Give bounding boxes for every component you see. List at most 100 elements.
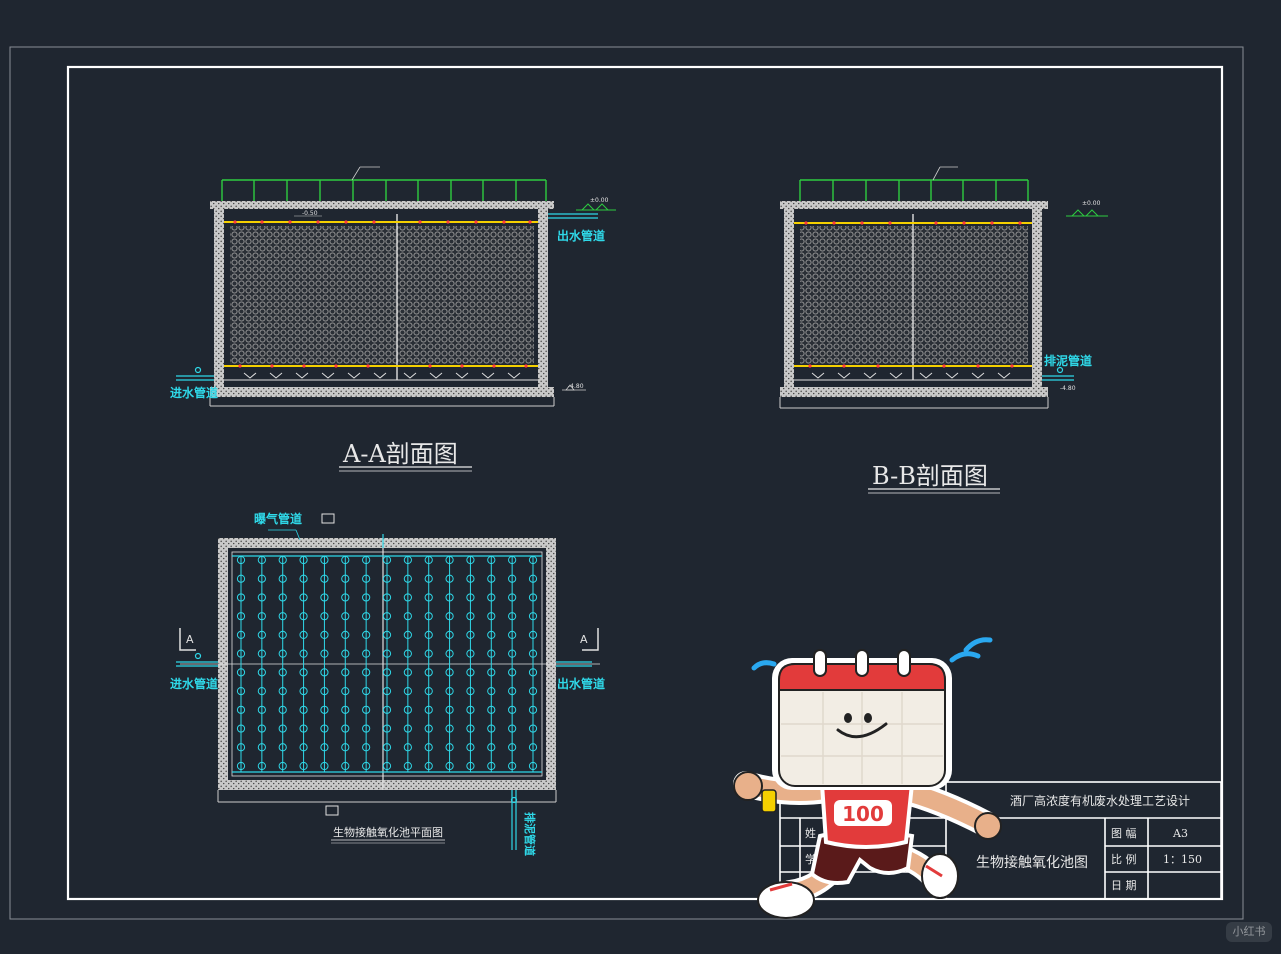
section-bb [779, 166, 1108, 409]
aerators-aa [224, 372, 538, 381]
aeration-diffuser [445, 724, 454, 733]
aeration-diffuser [445, 555, 454, 565]
aeration-diffuser [528, 574, 538, 583]
aeration-diffuser [236, 761, 246, 771]
label-sludge-pipe-bb: 排泥管道 [1044, 353, 1092, 368]
aeration-diffuser [299, 668, 308, 677]
aeration-diffuser [299, 630, 308, 640]
aeration-diffuser [528, 555, 538, 565]
aeration-diffuser [508, 555, 517, 565]
aeration-diffuser [341, 743, 350, 752]
aeration-diffuser [528, 649, 538, 658]
left-label-student: 学 [805, 852, 816, 866]
aeration-diffuser [487, 612, 496, 621]
aeration-diffuser [528, 668, 538, 677]
aeration-diffuser [466, 593, 475, 602]
aeration-diffuser [362, 743, 371, 752]
aeration-diffuser [257, 630, 266, 640]
aeration-diffuser [487, 555, 496, 565]
aeration-diffuser [466, 612, 475, 621]
aeration-diffuser [382, 724, 392, 733]
aeration-diffuser [299, 761, 308, 771]
aeration-diffuser [445, 743, 454, 752]
section-bb-title: B-B剖面图 [872, 462, 988, 490]
mascot-sticker: 100 [733, 637, 1002, 919]
aeration-diffuser [382, 555, 392, 565]
aeration-diffuser [466, 555, 475, 565]
aeration-diffuser [236, 686, 246, 696]
aeration-diffuser [445, 630, 454, 640]
aeration-diffuser [257, 649, 266, 658]
aeration-diffuser [299, 705, 308, 714]
aeration-diffuser [382, 630, 392, 640]
label-drain-pipe-plan: 排泥管道 [523, 812, 537, 856]
aeration-diffuser [341, 574, 350, 583]
aeration-diffuser [508, 686, 517, 696]
aeration-diffuser [403, 668, 412, 677]
aeration-diffuser [403, 612, 412, 621]
outer-border [9, 46, 1244, 920]
aeration-diffuser [299, 574, 308, 583]
aeration-diffuser [320, 574, 329, 583]
aeration-diffuser [466, 668, 475, 677]
aeration-diffuser [362, 724, 371, 733]
aeration-diffuser [403, 649, 412, 658]
aeration-diffuser [508, 593, 517, 602]
aeration-diffuser [382, 612, 392, 621]
aeration-diffuser [320, 705, 329, 714]
aeration-diffuser [403, 555, 412, 565]
aeration-diffuser [257, 686, 266, 696]
aeration-diffuser [466, 649, 475, 658]
section-aa-title: A-A剖面图 [342, 440, 458, 468]
aeration-diffuser [299, 649, 308, 658]
aeration-diffuser [362, 668, 371, 677]
aeration-diffuser [487, 724, 496, 733]
aeration-diffuser [487, 668, 496, 677]
aeration-diffuser [528, 686, 538, 696]
section-mark-left: A [186, 633, 194, 646]
plan-view [176, 513, 600, 850]
row-label-size: 图 幅 [1111, 827, 1137, 840]
aeration-diffuser [320, 649, 329, 658]
aeration-diffuser [508, 630, 517, 640]
aeration-diffuser [508, 649, 517, 658]
aeration-diffuser [528, 724, 538, 733]
aeration-diffuser [341, 761, 350, 771]
aeration-diffuser [424, 612, 433, 621]
aeration-diffuser [424, 649, 433, 658]
aeration-diffuser [445, 761, 454, 771]
aeration-diffuser [382, 743, 392, 752]
elevation-water-aa: -0.50 [302, 210, 318, 217]
section-mark-right: A [580, 633, 588, 646]
aeration-diffuser [466, 574, 475, 583]
aeration-diffuser [424, 555, 433, 565]
aeration-diffuser [278, 705, 287, 714]
aeration-diffuser [508, 612, 517, 621]
aeration-diffuser [508, 705, 517, 714]
aeration-diffuser [299, 612, 308, 621]
aeration-diffuser [299, 593, 308, 602]
elevation-bottom-bb: -4.80 [1060, 385, 1076, 392]
elevation-top-aa: ±0.00 [590, 197, 609, 204]
aeration-diffuser [528, 761, 538, 771]
aeration-diffuser [236, 743, 246, 752]
aeration-diffuser [236, 668, 246, 677]
aeration-diffuser [257, 743, 266, 752]
aeration-diffuser [278, 593, 287, 602]
aeration-diffuser [236, 724, 246, 733]
aeration-diffuser [278, 668, 287, 677]
aeration-diffuser [403, 705, 412, 714]
aeration-diffuser [236, 593, 246, 602]
aeration-diffuser [299, 724, 308, 733]
aeration-diffuser [403, 574, 412, 583]
aeration-diffuser [278, 630, 287, 640]
aeration-diffuser [424, 724, 433, 733]
plan-title: 生物接触氧化池平面图 [333, 825, 443, 839]
row-label-scale: 比 例 [1111, 852, 1137, 866]
aeration-diffuser [508, 574, 517, 583]
aeration-diffuser [341, 705, 350, 714]
aeration-diffuser [382, 593, 392, 602]
aeration-diffuser [528, 612, 538, 621]
wall-left-aa [214, 209, 224, 387]
